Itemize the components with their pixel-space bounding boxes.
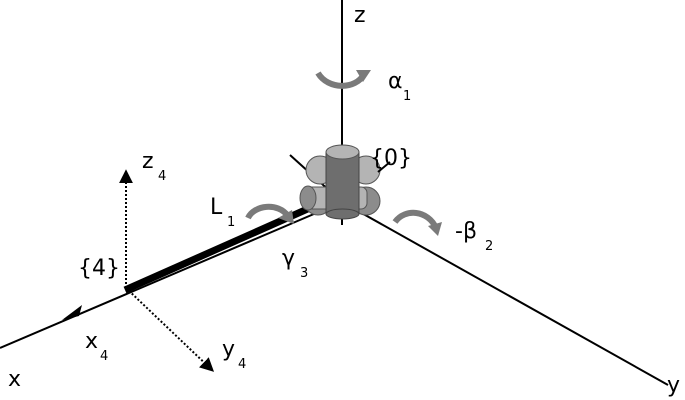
- x-axis-line: [0, 201, 343, 349]
- alpha-subscript: 1: [403, 89, 411, 104]
- vertical-cylinder-top: [325, 144, 360, 160]
- y4-subscript: 4: [238, 357, 246, 372]
- beta-rotation-arrow: [392, 210, 439, 230]
- z-axis-label: z: [354, 3, 366, 28]
- frame0-label: {0}: [370, 146, 412, 171]
- gamma-rotation-arrow: [245, 203, 291, 220]
- x4-label: x: [85, 329, 98, 354]
- link-label: L: [210, 195, 223, 220]
- z4-subscript: 4: [158, 169, 166, 184]
- joint-cylinders: [299, 144, 381, 220]
- x-axis-arrowhead: [62, 305, 82, 320]
- beta-rotation-arrowhead: [428, 222, 442, 236]
- frame4-label: {4}: [78, 256, 120, 281]
- alpha-label: α: [388, 69, 403, 94]
- gamma-subscript: 3: [300, 266, 308, 281]
- alpha-rotation-arrowhead: [356, 70, 371, 82]
- y-axis-line: [341, 201, 669, 386]
- vertical-cylinder-bottom: [325, 208, 360, 220]
- z4-label: z: [142, 149, 154, 174]
- x4-subscript: 4: [100, 349, 108, 364]
- x-axis-label: x: [8, 367, 21, 392]
- gamma-rotation-arrowhead: [278, 210, 294, 224]
- y4-axis: [125, 287, 215, 372]
- y4-label: y: [222, 337, 235, 362]
- link-subscript: 1: [227, 215, 235, 230]
- horizontal-cylinder-end: [299, 185, 317, 211]
- beta-label: -β: [455, 219, 477, 244]
- gamma-label: γ: [282, 246, 295, 271]
- link-l1-bar: [123, 203, 314, 294]
- frame0-leader: [377, 161, 391, 173]
- beta-subscript: 2: [485, 239, 493, 254]
- y-axis-label: y: [667, 373, 680, 398]
- vertical-cylinder-body: [325, 151, 360, 215]
